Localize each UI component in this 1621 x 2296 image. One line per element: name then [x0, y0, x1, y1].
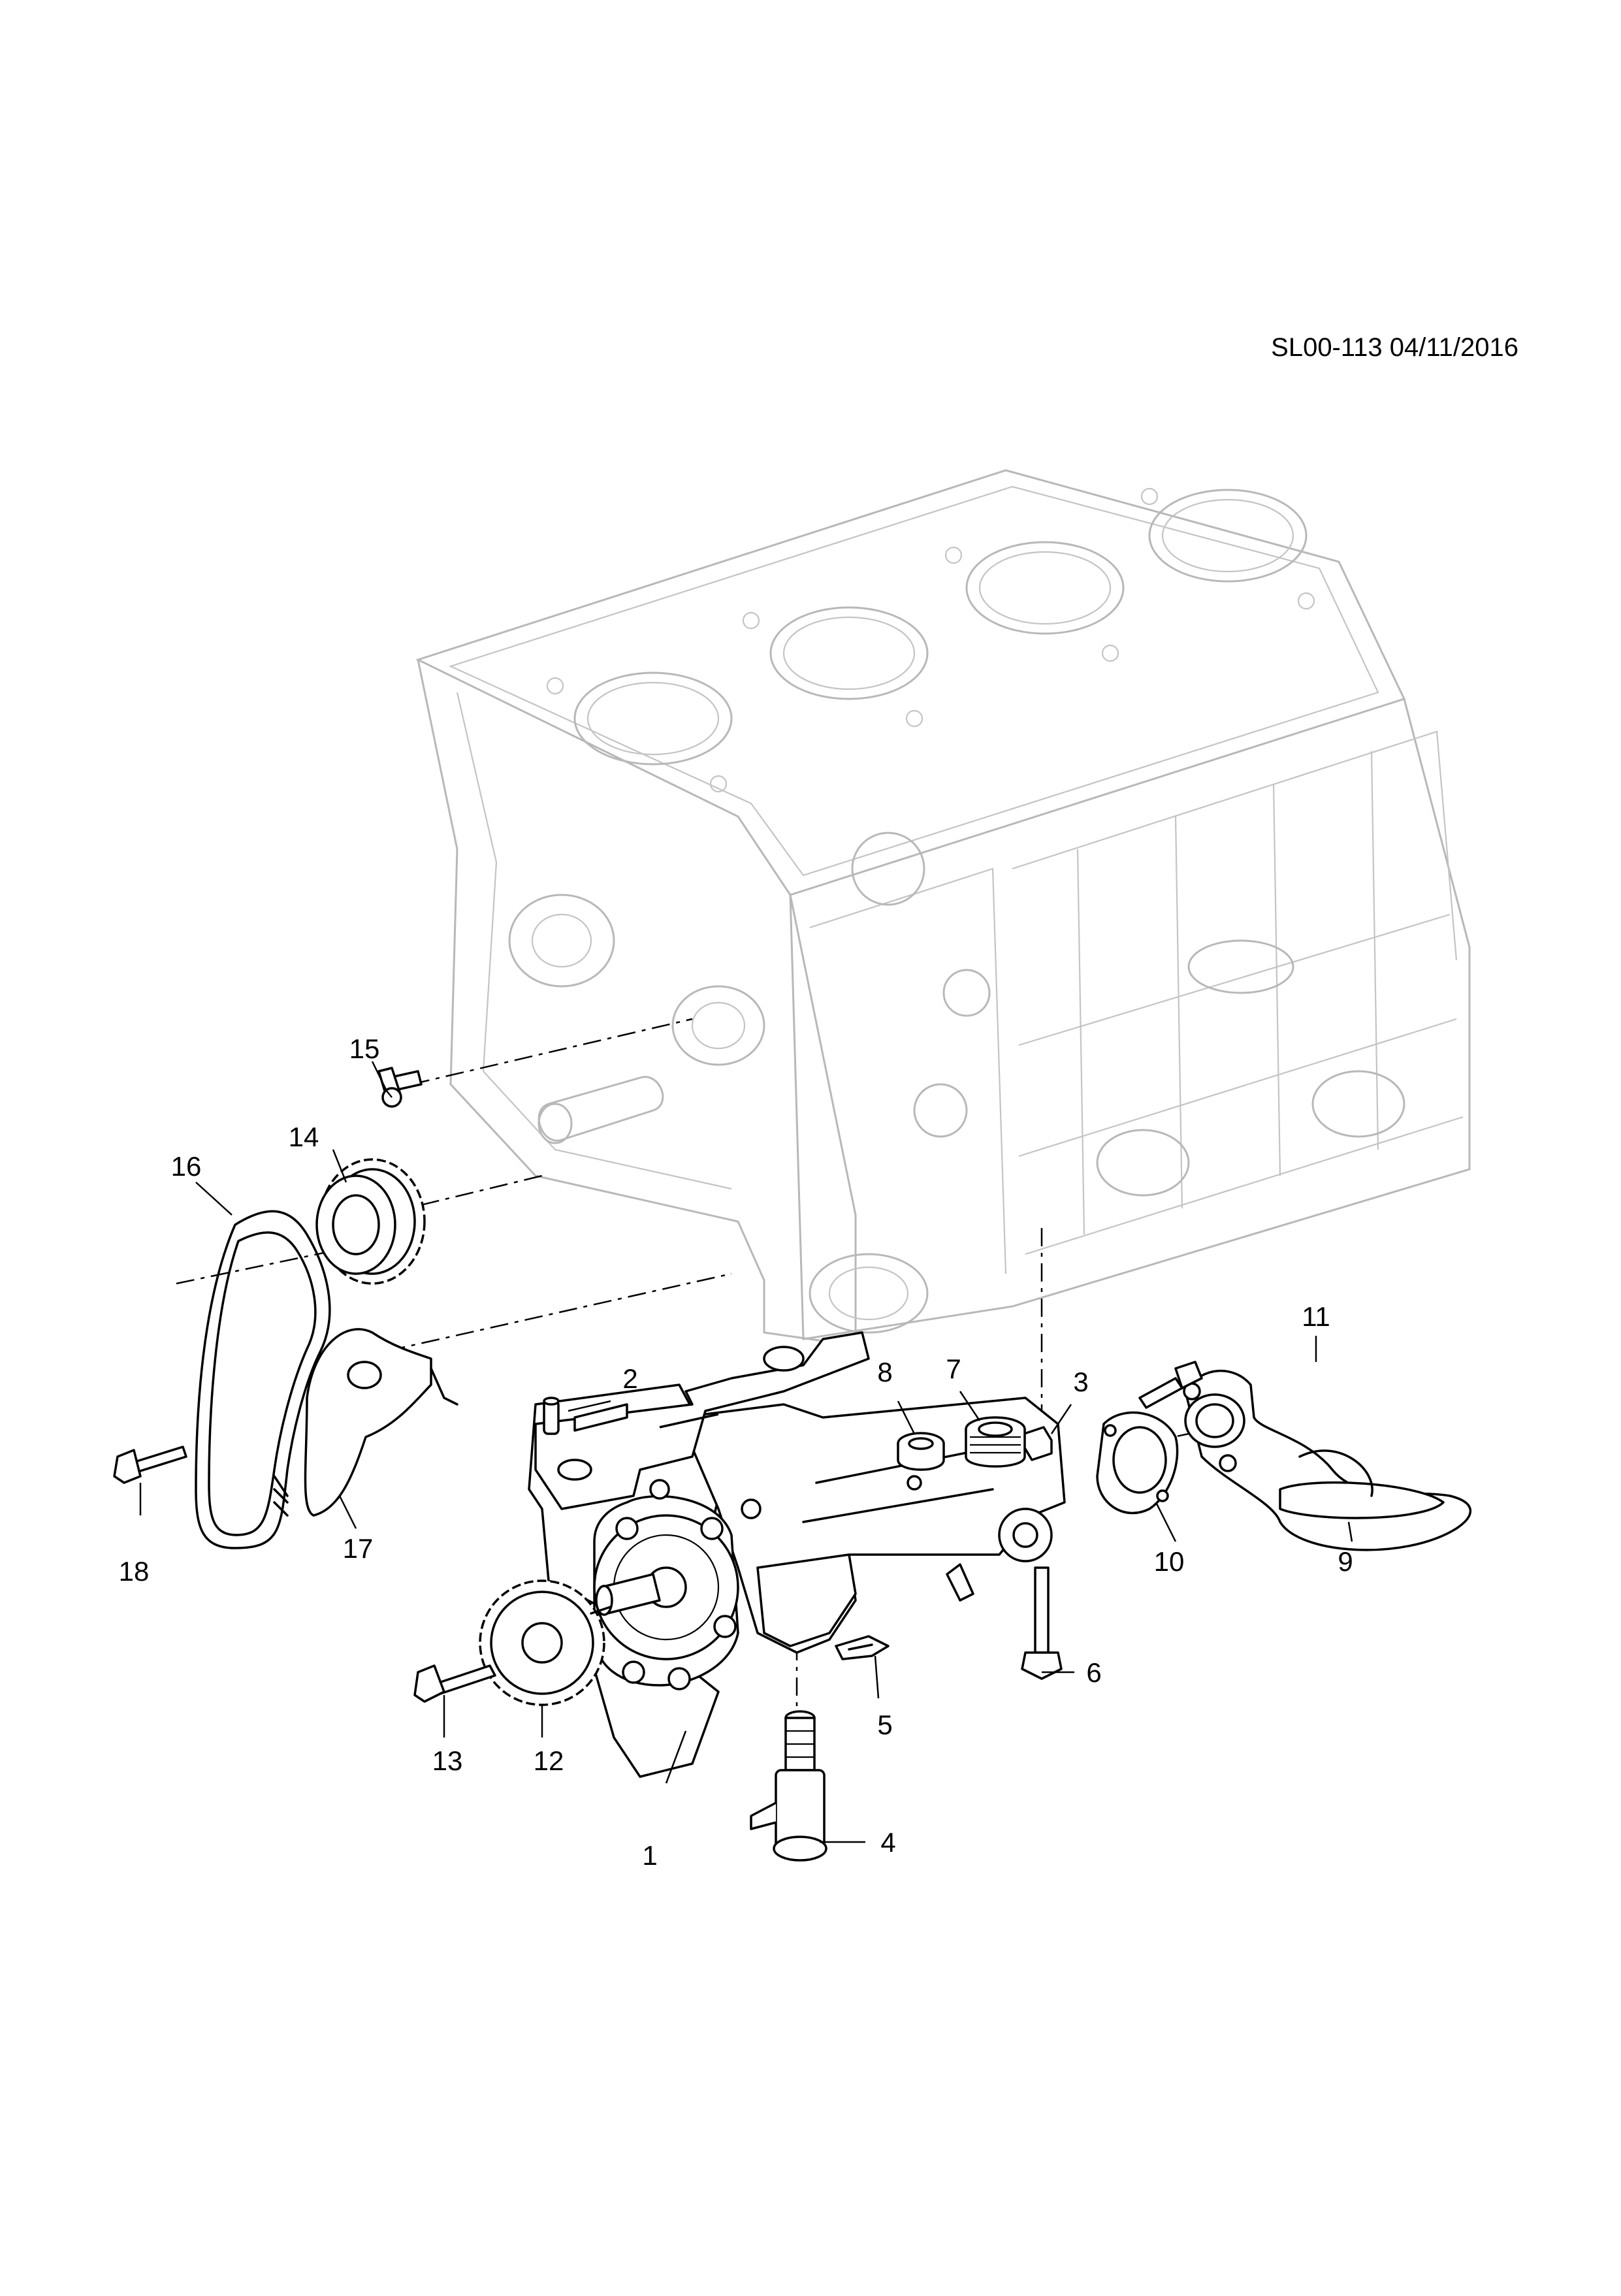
oil-control-valve — [750, 1710, 827, 1862]
callout-5: 5 — [877, 1709, 892, 1740]
callout-10: 10 — [1154, 1546, 1185, 1577]
leader-lines — [139, 1061, 1353, 1843]
diagram-reference: SL00-113 04/11/2016 — [1271, 333, 1518, 362]
sprocket-bolt — [413, 1664, 496, 1703]
callout-1: 1 — [642, 1840, 657, 1871]
callout-8: 8 — [877, 1357, 892, 1387]
callout-13: 13 — [432, 1745, 463, 1776]
callout-3: 3 — [1073, 1366, 1088, 1397]
callout-15: 15 — [349, 1033, 380, 1064]
bushing — [1023, 1426, 1053, 1461]
callout-2: 2 — [622, 1363, 637, 1394]
timing-chain — [195, 1210, 331, 1549]
crankshaft-sprocket — [315, 1158, 426, 1285]
oil-pickup-strainer — [1183, 1370, 1471, 1551]
callout-12: 12 — [534, 1745, 564, 1776]
pump-drive-sprocket — [479, 1579, 612, 1706]
gasket — [1096, 1411, 1179, 1514]
screw — [1138, 1361, 1203, 1409]
callout-4: 4 — [880, 1827, 895, 1858]
dowel-pin — [543, 1397, 560, 1435]
callout-18: 18 — [119, 1556, 150, 1587]
tensioner-pivot-bolt — [113, 1446, 187, 1484]
spring-seat — [965, 1416, 1026, 1468]
callout-14: 14 — [289, 1122, 319, 1152]
callout-11: 11 — [1302, 1301, 1330, 1332]
callout-6: 6 — [1086, 1657, 1101, 1688]
oil-pump-body — [528, 1331, 1066, 1778]
callout-7: 7 — [946, 1353, 961, 1384]
chain-tensioner — [273, 1328, 458, 1517]
callout-9: 9 — [1338, 1546, 1353, 1577]
callouts: 1 2 3 4 5 6 7 8 9 10 11 12 13 14 15 16 1… — [119, 1033, 1353, 1871]
engine-block — [415, 469, 1471, 1347]
seal-ring — [897, 1432, 945, 1471]
retaining-clip — [835, 1635, 890, 1660]
callout-17: 17 — [343, 1533, 374, 1564]
long-bolt — [1021, 1566, 1063, 1680]
callout-16: 16 — [171, 1151, 202, 1182]
